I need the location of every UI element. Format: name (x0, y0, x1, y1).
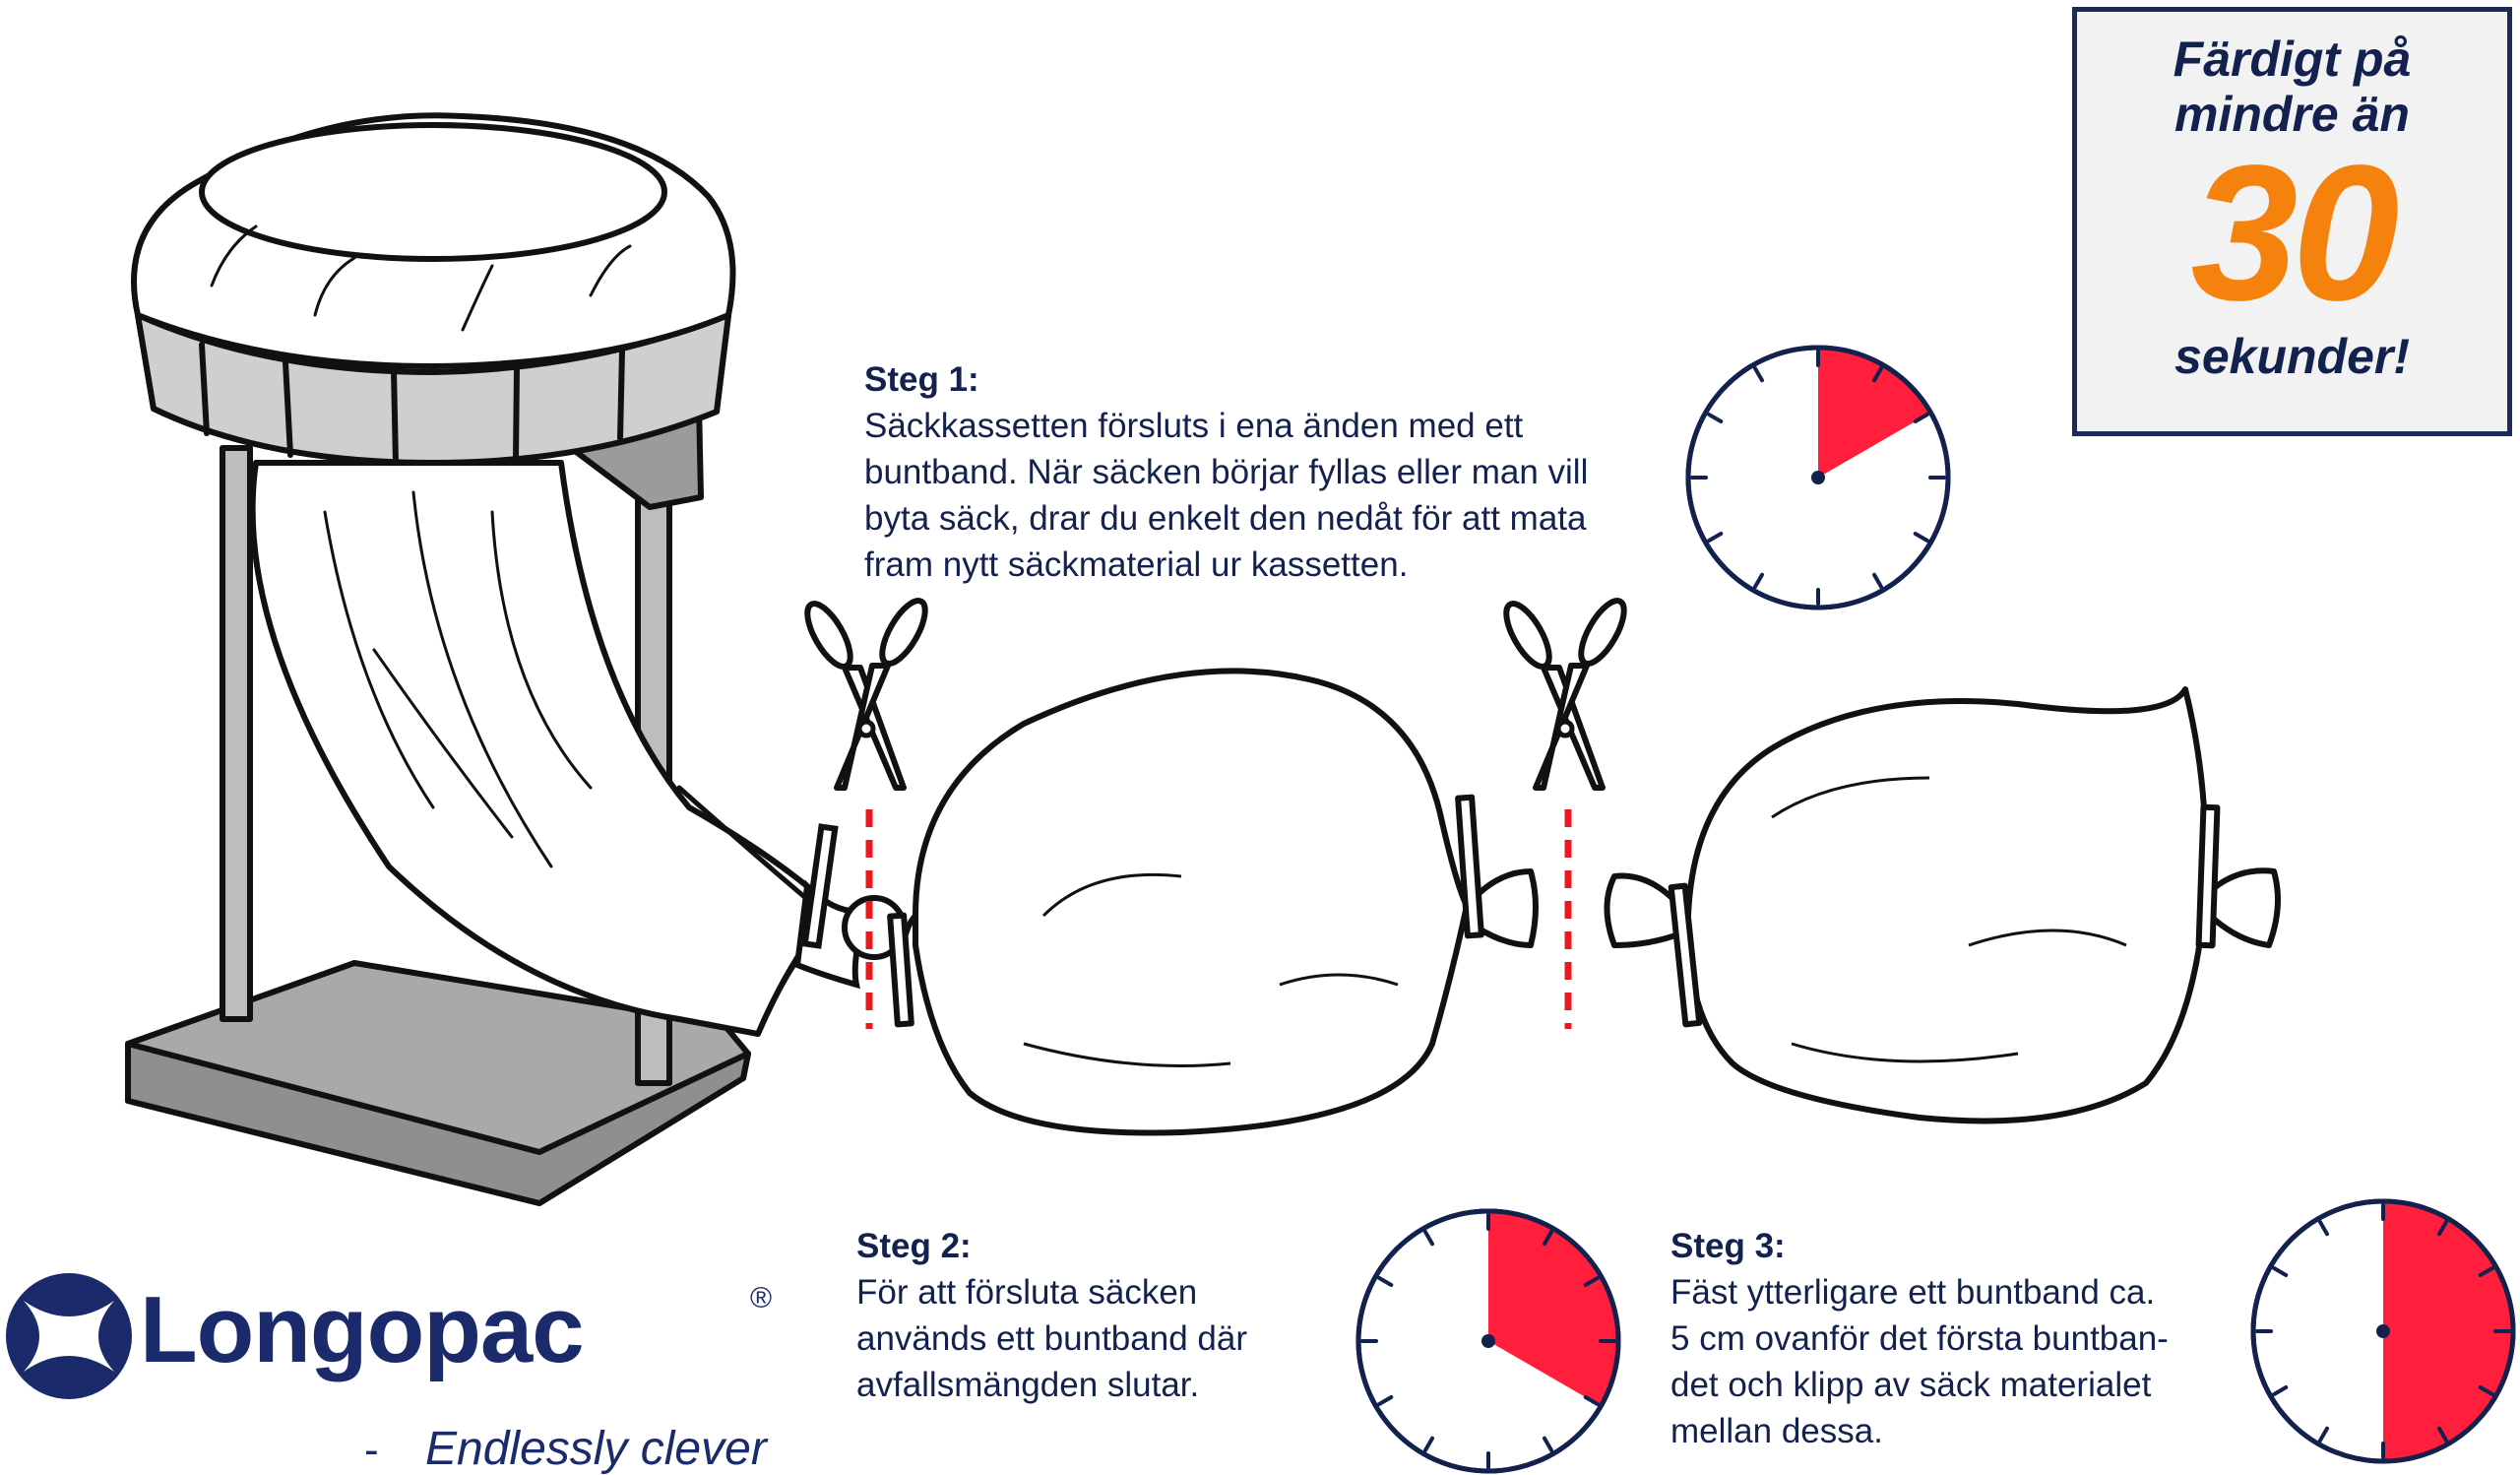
logo-mark-icon (6, 1273, 132, 1399)
badge-line-2: mindre än (2174, 87, 2410, 142)
clock-tick (2437, 1220, 2448, 1237)
clock-tick (2318, 1426, 2329, 1443)
clock-tick (1872, 366, 1883, 383)
step-3-title: Steg 3: (1670, 1227, 1786, 1265)
clock-tick (2272, 1385, 2289, 1396)
clock-center (2376, 1324, 2390, 1338)
clock-tick (1913, 532, 1929, 543)
step-3-text: Fäst ytterligare ett buntband ca. 5 cm o… (1670, 1273, 2169, 1450)
clock-tick (2318, 1220, 2329, 1237)
time-badge: Färdigt på mindre än 30 sekunder! (2072, 7, 2512, 436)
tagline-dash: - (364, 1426, 379, 1474)
clock-tick (1377, 1395, 1394, 1406)
clock-tick (1913, 413, 1929, 423)
step-1: Steg 1: Säckkassetten försluts i ena änd… (864, 356, 1701, 588)
step-2-text: För att försluta säcken används ett bunt… (856, 1273, 1247, 1404)
bag-stand (125, 112, 830, 1206)
clock-tick (1423, 1230, 1434, 1247)
clock-tick (2478, 1266, 2494, 1277)
badge-line-3: sekunder! (2174, 329, 2410, 384)
logo-registered-mark: ® (750, 1282, 773, 1315)
closed-bag-right (1604, 686, 2281, 1124)
clock-tick (2272, 1266, 2289, 1277)
closed-bag-middle (887, 668, 1539, 1136)
badge-line-1: Färdigt på (2173, 32, 2412, 87)
clock-center (1481, 1334, 1495, 1348)
logo-wordmark: Longopac (140, 1277, 585, 1382)
tagline: Endlessly clever (425, 1423, 767, 1475)
step-2: Steg 2: För att försluta säcken används … (856, 1223, 1349, 1408)
cable-tie (793, 823, 907, 990)
clock-tick (1872, 572, 1883, 589)
clock-elapsed-wedge (1488, 1211, 1618, 1406)
clock-tick (1543, 1230, 1553, 1247)
clock-tick (2437, 1426, 2448, 1443)
clock-tick (2478, 1385, 2494, 1396)
step-1-text: Säckkassetten försluts i ena änden med e… (864, 407, 1589, 584)
clock-center (1811, 471, 1825, 484)
step-3: Steg 3: Fäst ytterligare ett buntband ca… (1670, 1223, 2281, 1454)
clock-tick (1543, 1436, 1553, 1452)
clock-tick (1707, 532, 1724, 543)
step-1-title: Steg 1: (864, 360, 979, 399)
clock-tick (1377, 1276, 1394, 1287)
clock-tick (1423, 1436, 1434, 1452)
clock-tick (1753, 366, 1764, 383)
clock-elapsed-wedge (2383, 1201, 2513, 1461)
badge-number: 30 (2190, 125, 2399, 341)
clock-tick (1707, 413, 1724, 423)
step-2-title: Steg 2: (856, 1227, 972, 1265)
clock-tick (1583, 1276, 1600, 1287)
clock-tick (1583, 1395, 1600, 1406)
clock-tick (1753, 572, 1764, 589)
